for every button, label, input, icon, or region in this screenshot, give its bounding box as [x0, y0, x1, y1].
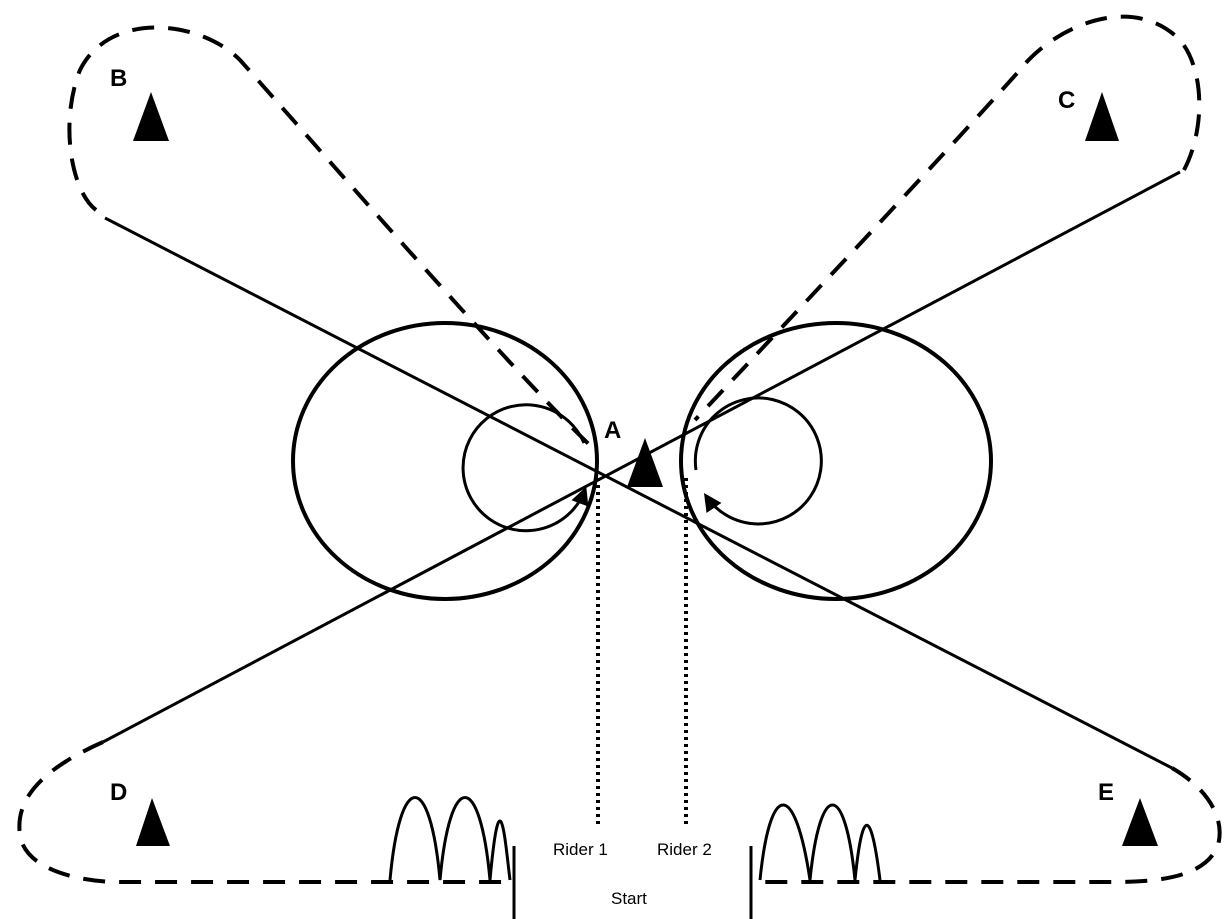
left-large-circle — [291, 321, 599, 601]
cone-a-icon — [627, 438, 663, 487]
cone-b-label: B — [110, 65, 127, 92]
loop-c-dashed — [693, 14, 1202, 422]
cone-d-label: D — [110, 779, 127, 806]
right-small-circle — [693, 396, 823, 526]
left-serpentine — [388, 796, 512, 881]
rider1-label: Rider 1 — [553, 840, 608, 859]
cone-c-icon — [1085, 92, 1119, 141]
right-serpentine — [758, 803, 882, 881]
cone-e-label: E — [1098, 779, 1114, 806]
diagonal-line-b-to-e — [104, 216, 1173, 770]
cone-d-icon — [136, 798, 170, 846]
cone-b-icon — [133, 92, 169, 141]
start-label: Start — [611, 889, 647, 908]
loop-d-dashed — [17, 740, 512, 884]
loop-b-dashed — [67, 25, 597, 452]
cone-c-label: C — [1058, 87, 1075, 114]
cone-a-label: A — [604, 417, 621, 444]
right-large-circle — [679, 321, 993, 601]
cone-e-icon — [1122, 798, 1158, 846]
loop-e-dashed — [755, 766, 1222, 884]
rider2-label: Rider 2 — [657, 840, 712, 859]
left-small-circle — [461, 403, 589, 533]
